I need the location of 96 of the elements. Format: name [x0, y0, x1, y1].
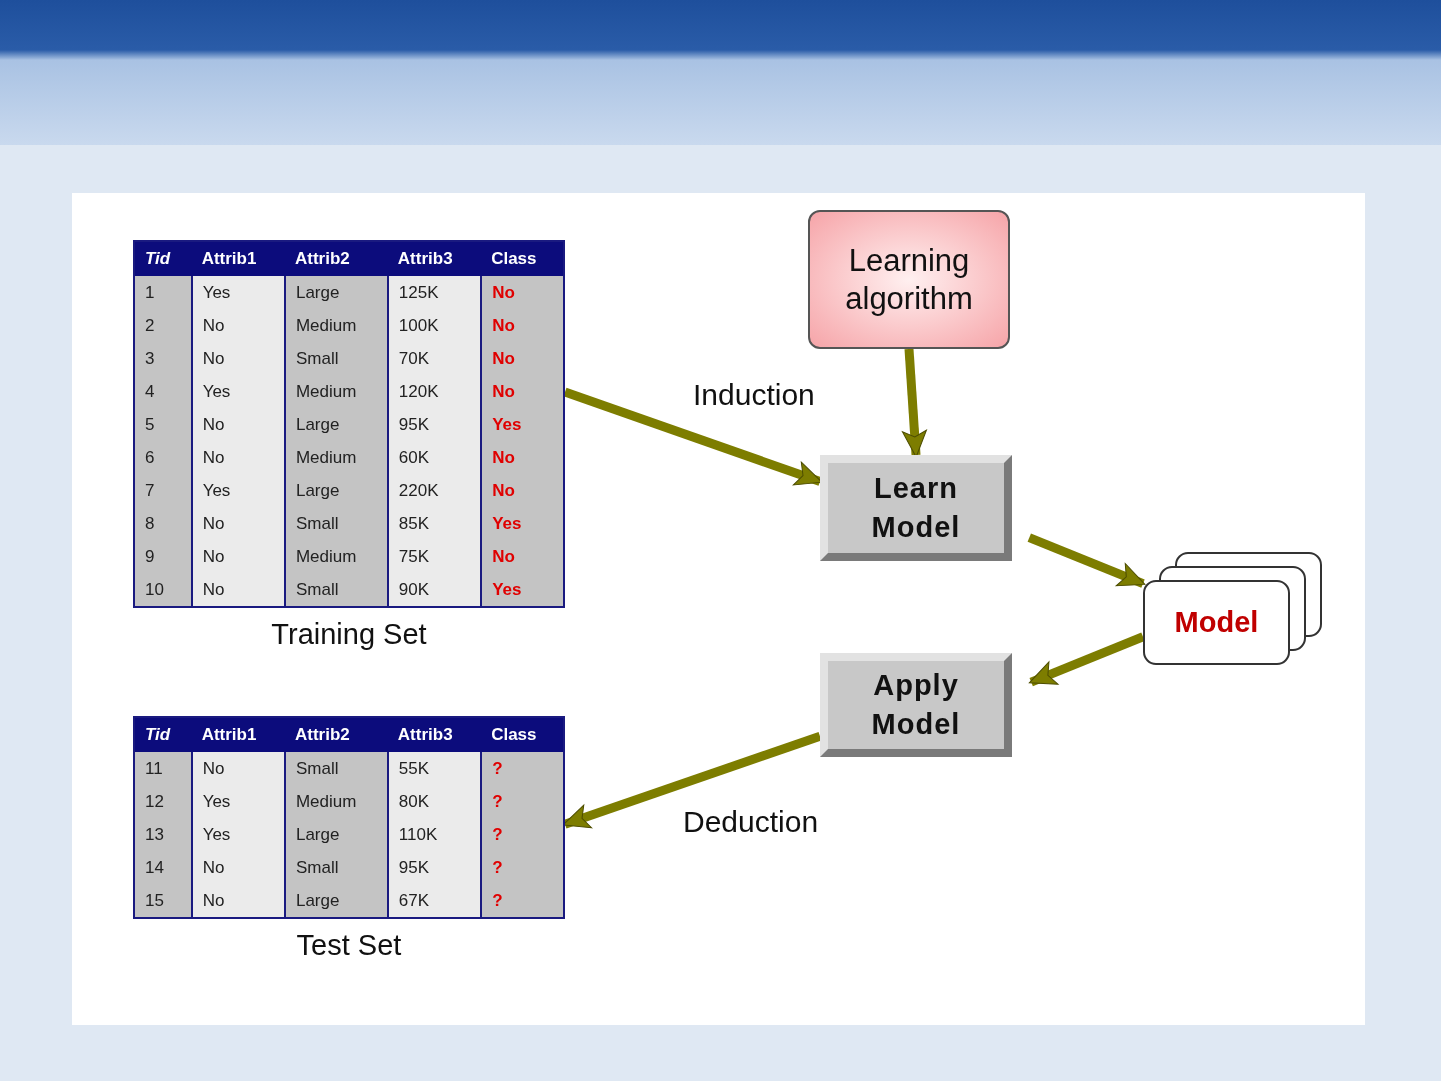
class-label: ?: [481, 884, 564, 918]
table-value: 85K: [387, 507, 482, 540]
table-value: 100K: [387, 309, 482, 342]
table-value: 95K: [387, 851, 482, 884]
table-value: No: [191, 752, 285, 785]
arrow: [901, 348, 927, 458]
table-value: 13: [134, 818, 192, 851]
class-label: No: [481, 441, 564, 474]
table-value: 70K: [387, 342, 482, 375]
table-caption: Test Set: [295, 928, 403, 962]
table-value: Small: [284, 573, 388, 607]
table-value: Yes: [191, 375, 285, 408]
table-value: No: [191, 408, 285, 441]
class-label: No: [481, 342, 564, 375]
class-label: No: [481, 474, 564, 507]
column-header: Attrib1: [191, 241, 285, 276]
class-label: ?: [481, 851, 564, 884]
table-value: 4: [134, 375, 192, 408]
class-label: Yes: [481, 408, 564, 441]
table-value: No: [191, 573, 285, 607]
table-value: No: [191, 884, 285, 918]
table-value: 10: [134, 573, 192, 607]
table-value: 2: [134, 309, 192, 342]
table-value: 8: [134, 507, 192, 540]
table-value: 67K: [387, 884, 482, 918]
table-value: Small: [284, 851, 388, 884]
table-value: 75K: [387, 540, 482, 573]
table-value: 90K: [387, 573, 482, 607]
table-value: 125K: [387, 276, 482, 309]
arrow: [1027, 533, 1146, 588]
column-header: Tid: [134, 717, 192, 752]
table-value: 110K: [387, 818, 482, 851]
table-value: No: [191, 309, 285, 342]
column-header: Class: [481, 717, 564, 752]
table-value: Large: [284, 276, 388, 309]
class-label: Yes: [481, 573, 564, 607]
table-value: 55K: [387, 752, 482, 785]
table-value: 80K: [387, 785, 482, 818]
class-label: No: [481, 276, 564, 309]
table-value: Large: [284, 818, 388, 851]
model-label: Model: [1173, 605, 1260, 640]
table-value: 60K: [387, 441, 482, 474]
column-header: Attrib2: [284, 241, 388, 276]
column-header: Attrib1: [191, 717, 285, 752]
process-box: Learning algorithm: [808, 210, 1010, 349]
table-value: Medium: [284, 441, 388, 474]
table-value: No: [191, 342, 285, 375]
column-header: Class: [481, 241, 564, 276]
table-value: Medium: [284, 540, 388, 573]
model-cards: [1143, 552, 1323, 665]
process-box: Apply Model: [820, 653, 1012, 757]
table-value: Large: [284, 474, 388, 507]
class-label: ?: [481, 785, 564, 818]
table-value: 12: [134, 785, 192, 818]
table-value: 5: [134, 408, 192, 441]
class-label: No: [481, 540, 564, 573]
table-value: Yes: [191, 474, 285, 507]
table-value: Small: [284, 752, 388, 785]
table-value: Small: [284, 507, 388, 540]
table-value: 11: [134, 752, 192, 785]
table-value: Small: [284, 342, 388, 375]
table-value: Medium: [284, 785, 388, 818]
table-value: No: [191, 851, 285, 884]
column-header: Tid: [134, 241, 192, 276]
class-label: No: [481, 375, 564, 408]
table-value: 220K: [387, 474, 482, 507]
column-header: Attrib2: [284, 717, 388, 752]
table-value: Yes: [191, 785, 285, 818]
table-value: Yes: [191, 276, 285, 309]
table-value: 9: [134, 540, 192, 573]
table-value: No: [191, 507, 285, 540]
table-value: Medium: [284, 375, 388, 408]
class-label: No: [481, 309, 564, 342]
table-value: Large: [284, 408, 388, 441]
table-value: Yes: [191, 818, 285, 851]
class-label: ?: [481, 752, 564, 785]
table-value: 14: [134, 851, 192, 884]
table-value: Large: [284, 884, 388, 918]
process-box: Learn Model: [820, 455, 1012, 561]
table-value: 15: [134, 884, 192, 918]
column-header: Attrib3: [387, 241, 482, 276]
table-caption: Training Set: [270, 617, 428, 651]
column-header: Attrib3: [387, 717, 482, 752]
data-table: [133, 240, 565, 651]
table-value: 95K: [387, 408, 482, 441]
table-value: 1: [134, 276, 192, 309]
table-value: 3: [134, 342, 192, 375]
table-value: Medium: [284, 309, 388, 342]
table-value: No: [191, 540, 285, 573]
table-value: No: [191, 441, 285, 474]
class-label: ?: [481, 818, 564, 851]
table-value: 7: [134, 474, 192, 507]
table-value: 6: [134, 441, 192, 474]
class-label: Yes: [481, 507, 564, 540]
arrow: [1028, 632, 1145, 687]
table-value: 120K: [387, 375, 482, 408]
